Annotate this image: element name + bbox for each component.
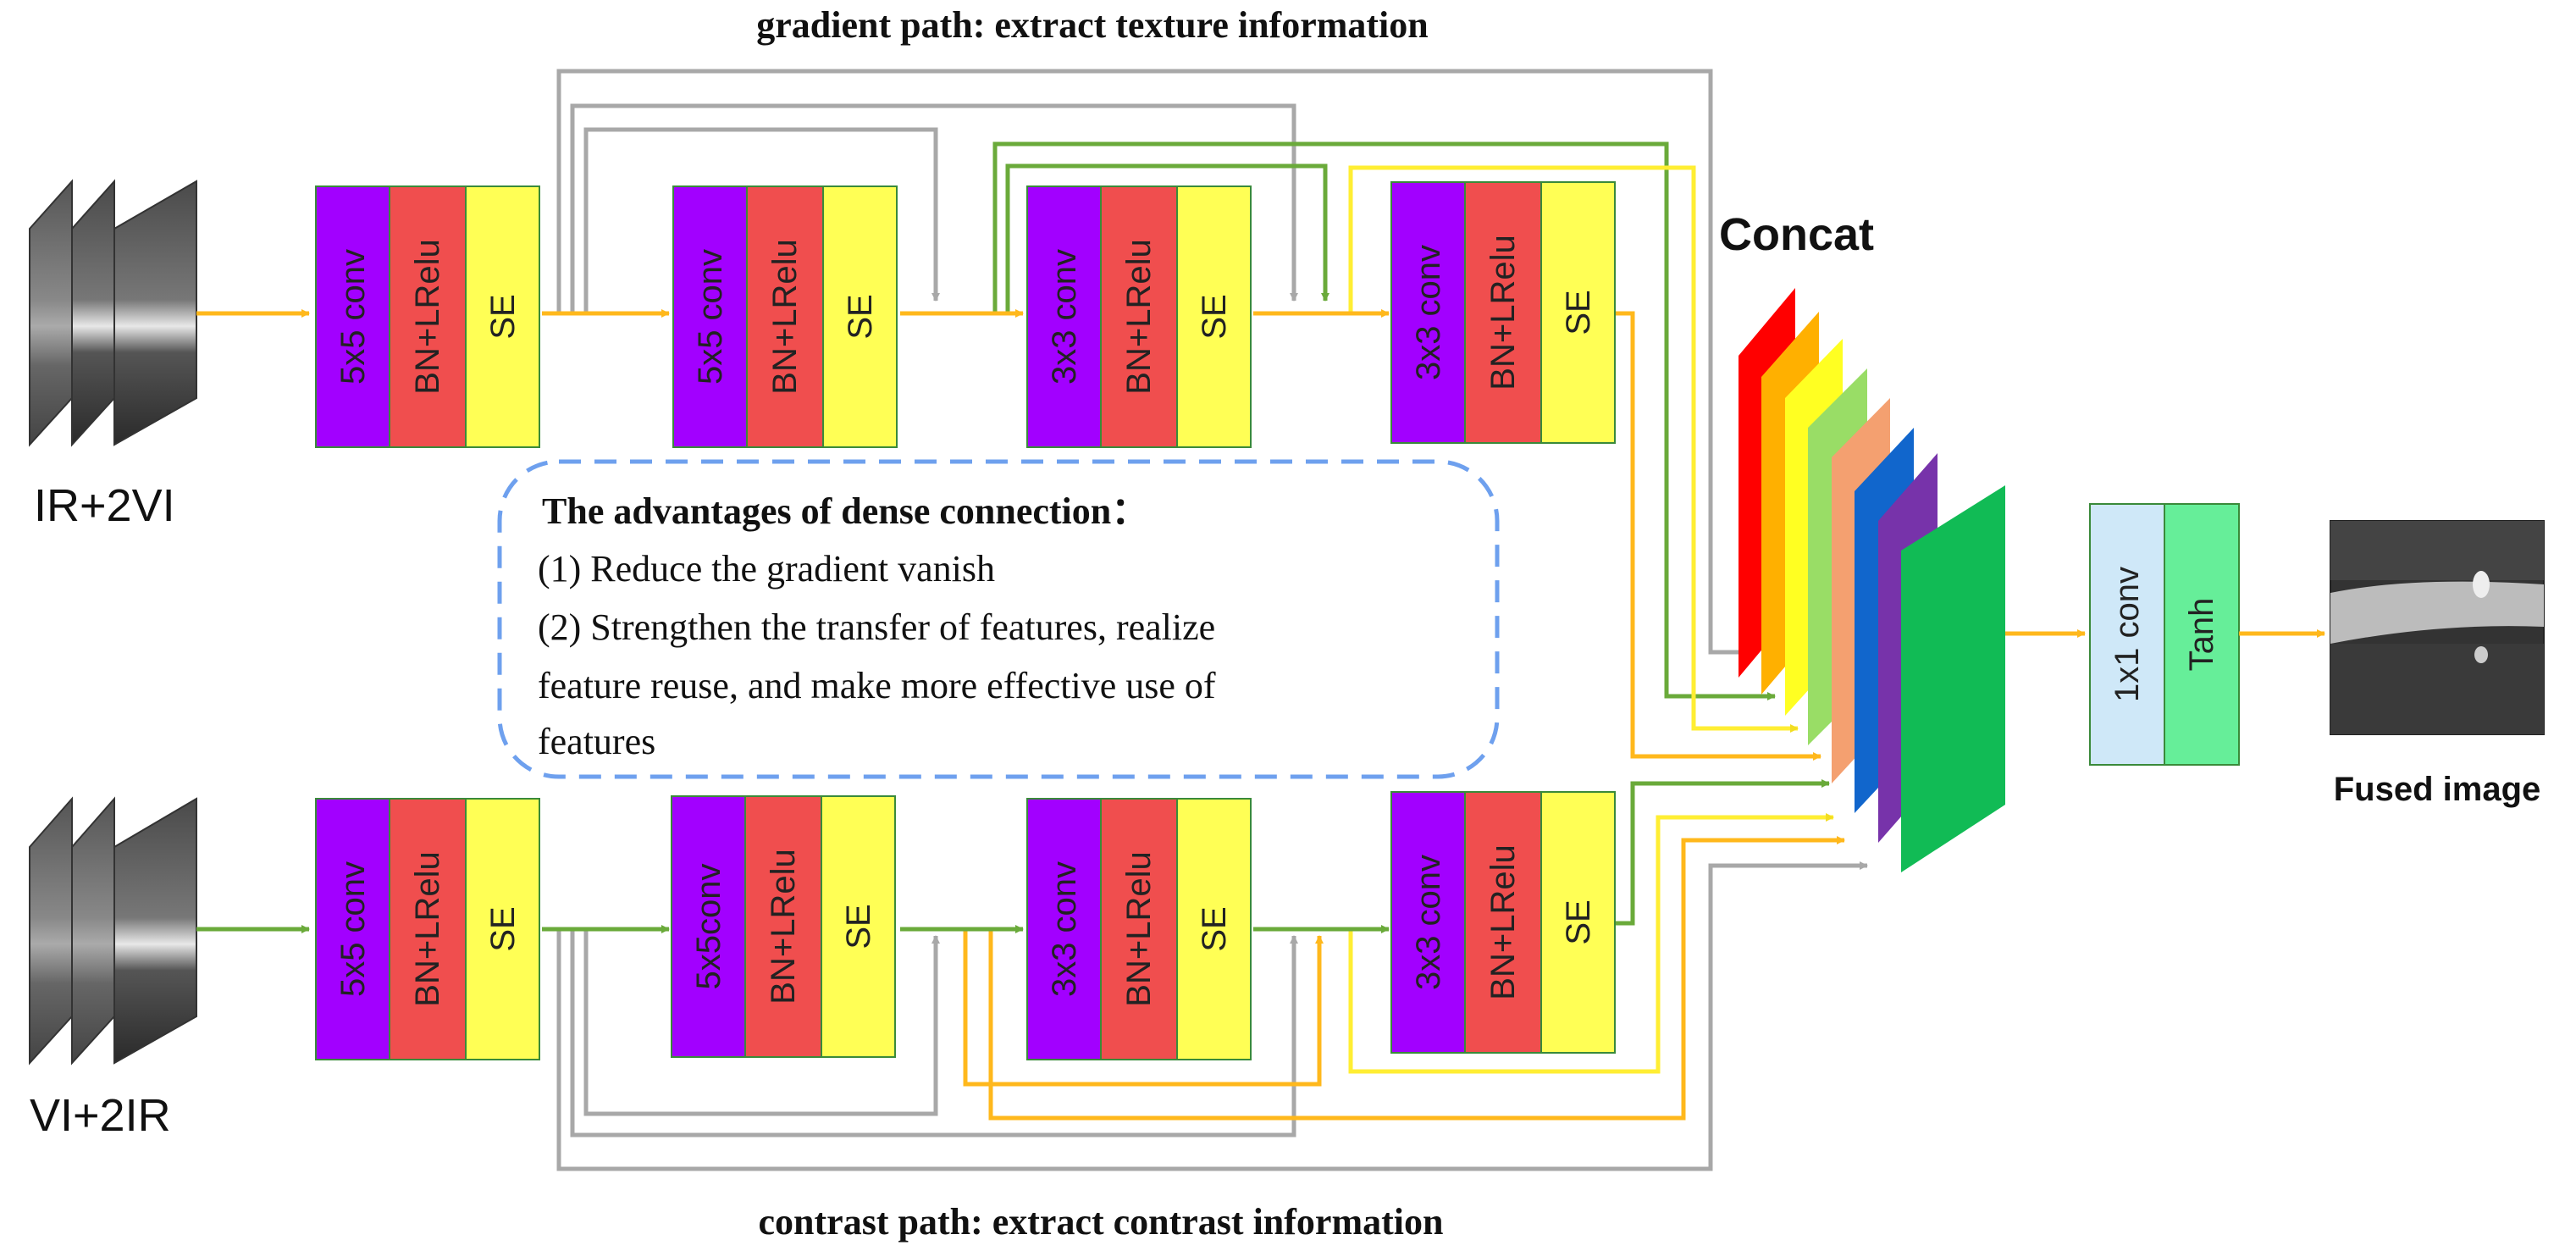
se-label: SE bbox=[1196, 906, 1233, 951]
input-label-bottom: VI+2IR bbox=[30, 1090, 171, 1141]
se-label: SE bbox=[484, 906, 522, 951]
se-label: SE bbox=[484, 294, 522, 339]
green-skip-connection-top bbox=[992, 141, 1776, 700]
bn-label: BN+LRelu bbox=[1484, 235, 1522, 390]
final-act-label: Tanh bbox=[2183, 598, 2220, 672]
gradient-path-title: gradient path: extract texture informati… bbox=[756, 4, 1428, 46]
concat-slab-8 bbox=[1901, 485, 2005, 872]
se-label: SE bbox=[1560, 290, 1597, 335]
se-label: SE bbox=[1196, 294, 1233, 339]
final-block: 1x1 conv Tanh bbox=[2089, 503, 2240, 766]
contrast-block-4: 3x3 conv BN+LRelu SE bbox=[1390, 791, 1616, 1054]
bn-label: BN+LRelu bbox=[1120, 851, 1158, 1006]
conv-label: 5x5 conv bbox=[334, 861, 372, 997]
contrast-block-3: 3x3 conv BN+LRelu SE bbox=[1026, 798, 1252, 1060]
se-label: SE bbox=[840, 904, 877, 949]
output-label: Fused image bbox=[2334, 771, 2541, 808]
concat-label: Concat bbox=[1719, 209, 1874, 260]
conv-label: 3x3 conv bbox=[1046, 861, 1083, 997]
bn-label: BN+LRelu bbox=[409, 851, 446, 1006]
input-image-stack-top bbox=[29, 179, 197, 447]
main-path-top bbox=[196, 309, 1821, 761]
advantages-box: The advantages of dense connection： (1) … bbox=[497, 459, 1500, 779]
advantages-line-2: (2) Strengthen the transfer of features,… bbox=[538, 606, 1215, 648]
contrast-path-title: contrast path: extract contrast informat… bbox=[759, 1201, 1444, 1243]
gradient-block-3: 3x3 conv BN+LRelu SE bbox=[1026, 185, 1252, 448]
yellow-skip-connection-bottom bbox=[1348, 813, 1834, 1074]
conv-label: 5x5 conv bbox=[692, 249, 729, 385]
bn-label: BN+LRelu bbox=[765, 849, 802, 1004]
advantages-line-4: features bbox=[538, 721, 655, 762]
bn-label: BN+LRelu bbox=[766, 239, 804, 394]
yellow-skip-connection-top bbox=[1348, 165, 1799, 733]
input-image-stack-bottom bbox=[29, 796, 197, 1066]
conv-label: 3x3 conv bbox=[1410, 855, 1447, 990]
conv-label: 3x3 conv bbox=[1046, 249, 1083, 385]
gradient-block-2: 5x5 conv BN+LRelu SE bbox=[672, 185, 898, 448]
orange-skip-connections-bottom bbox=[963, 836, 1845, 1121]
contrast-block-2: 5x5conv BN+LRelu SE bbox=[671, 795, 896, 1058]
se-label: SE bbox=[1560, 900, 1597, 944]
bn-label: BN+LRelu bbox=[1484, 844, 1522, 999]
advantages-heading: The advantages of dense connection： bbox=[542, 490, 1148, 532]
conv-label: 5x5 conv bbox=[334, 249, 372, 385]
bn-label: BN+LRelu bbox=[1120, 239, 1158, 394]
advantages-line-1: (1) Reduce the gradient vanish bbox=[538, 548, 995, 590]
se-label: SE bbox=[842, 294, 879, 339]
gradient-block-4: 3x3 conv BN+LRelu SE bbox=[1390, 181, 1616, 444]
final-conv-label: 1x1 conv bbox=[2109, 567, 2146, 702]
concat-feature-stack bbox=[1739, 288, 2005, 872]
gray-skip-connections-bottom bbox=[556, 861, 1868, 1171]
conv-label: 5x5conv bbox=[690, 864, 727, 990]
input-label-top: IR+2VI bbox=[34, 480, 175, 531]
gray-skip-connections-top bbox=[556, 69, 1750, 656]
fused-image bbox=[2330, 520, 2545, 735]
gradient-block-1: 5x5 conv BN+LRelu SE bbox=[315, 185, 540, 448]
advantages-line-3: feature reuse, and make more effective u… bbox=[538, 665, 1216, 706]
bn-label: BN+LRelu bbox=[409, 239, 446, 394]
contrast-block-1: 5x5 conv BN+LRelu SE bbox=[315, 798, 540, 1060]
main-path-bottom bbox=[196, 779, 1830, 933]
conv-label: 3x3 conv bbox=[1410, 245, 1447, 380]
